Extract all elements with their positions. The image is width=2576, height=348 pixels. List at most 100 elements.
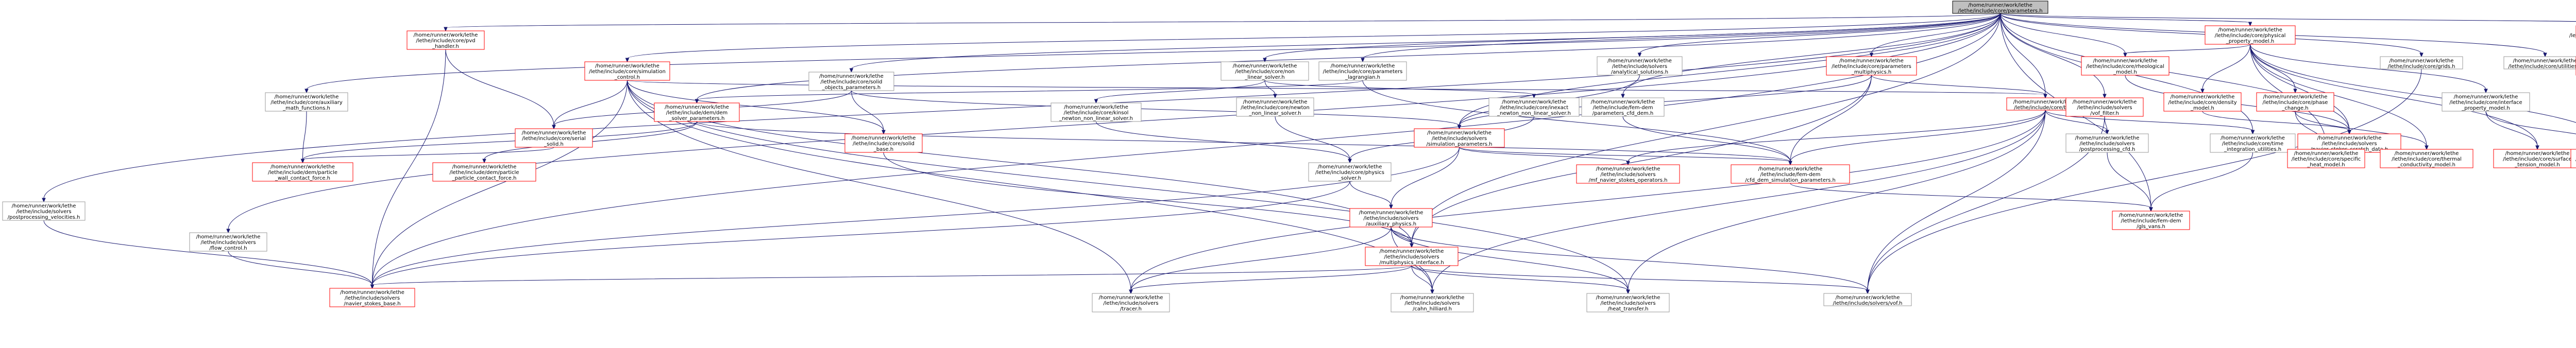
node-label-line: _newton_non_linear_solver.h: [1059, 116, 1133, 121]
graph-node-n-core-phase-change[interactable]: /home/runner/work/lethe/lethe/include/co…: [2256, 92, 2334, 112]
node-label-line: _heat_model.h: [2307, 162, 2345, 168]
graph-node-n-solvers-vof-filter[interactable]: /home/runner/work/lethe/lethe/include/so…: [2065, 97, 2144, 117]
edge-arrowhead: [300, 159, 305, 164]
node-label-line: /lethe/include/rpt/parameters_rpt.h: [2569, 33, 2576, 39]
node-box: [2, 201, 86, 221]
graph-node-root[interactable]: /home/runner/work/lethe/lethe/include/co…: [1952, 1, 2048, 14]
graph-node-n-core-physical-property[interactable]: /home/runner/work/lethe/lethe/include/co…: [2205, 25, 2296, 45]
graph-node-n-core-utilities[interactable]: /home/runner/work/lethe/lethe/include/co…: [2503, 56, 2576, 69]
edge-arrowhead: [882, 130, 886, 135]
node-label-line: /lethe/include/solvers: [1600, 172, 1655, 178]
dependency-edge: [1391, 227, 1868, 291]
node-box: [1488, 97, 1580, 117]
graph-node-n-core-inexact-newton[interactable]: /home/runner/work/lethe/lethe/include/co…: [1488, 97, 1580, 117]
node-label-line: /lethe/include/dem/particle: [268, 170, 337, 176]
dependency-edge: [1628, 110, 2046, 291]
dependency-edge: [697, 13, 2001, 100]
graph-node-n-core-newton[interactable]: /home/runner/work/lethe/lethe/include/co…: [1236, 97, 1314, 117]
graph-node-n-core-auxiliary-math[interactable]: /home/runner/work/lethe/lethe/include/co…: [265, 92, 348, 112]
dependency-edge: [2045, 110, 2108, 131]
node-label-line: _base.h: [873, 147, 893, 152]
graph-node-n-core-density[interactable]: /home/runner/work/lethe/lethe/include/co…: [2163, 92, 2242, 112]
node-label-line: /lethe/include/core/rheological: [2086, 64, 2164, 69]
graph-node-n-core-pvd-handler[interactable]: /home/runner/work/lethe/lethe/include/co…: [406, 30, 485, 50]
edge-arrowhead: [1430, 289, 1434, 294]
node-label-line: /mf_navier_stokes_operators.h: [1589, 178, 1668, 183]
graph-node-n-core-specific-heat[interactable]: /home/runner/work/lethe/lethe/include/co…: [2287, 149, 2365, 168]
node-label-line: /lethe/include/core/parameters: [1323, 69, 1403, 75]
dependency-edge: [306, 13, 2001, 90]
edge-arrowhead: [1626, 161, 1630, 166]
node-label-line: _solver.h: [1338, 176, 1361, 181]
dependency-edge: [1790, 183, 2151, 208]
node-label-line: /lethe/include/core/specific: [2292, 156, 2361, 162]
graph-node-n-core-surface-tension[interactable]: /home/runner/work/lethe/lethe/include/co…: [2493, 149, 2576, 168]
graph-node-n-core-physics-solver[interactable]: /home/runner/work/lethe/lethe/include/co…: [1308, 162, 1392, 182]
graph-node-n-core-thermal-conductivity[interactable]: /home/runner/work/lethe/lethe/include/co…: [2380, 149, 2473, 168]
graph-node-n-core-nonlinear-solver[interactable]: /home/runner/work/lethe/lethe/include/co…: [1221, 61, 1309, 81]
node-label-line: /home/runner/work/lethe: [2218, 27, 2282, 33]
graph-node-n-solvers-cahn-hilliard[interactable]: /home/runner/work/lethe/lethe/include/so…: [1391, 293, 1474, 312]
node-box: [252, 162, 353, 182]
graph-node-n-solvers-vof[interactable]: /home/runner/work/lethe/lethe/include/so…: [1823, 293, 1912, 306]
graph-node-n-core-rheological[interactable]: /home/runner/work/lethe/lethe/include/co…: [2081, 56, 2170, 76]
graph-node-n-solvers-postprocessing-velocities[interactable]: /home/runner/work/lethe/lethe/include/so…: [2, 201, 86, 221]
graph-node-n-core-uniquegrids[interactable]: /home/runner/work/lethe/lethe/include/co…: [2380, 56, 2463, 69]
dependency-edge: [1391, 227, 1629, 291]
node-label-line: /lethe/include/dem/particle: [449, 170, 519, 176]
graph-node-n-core-parameters-lagrangian[interactable]: /home/runner/work/lethe/lethe/include/co…: [1318, 61, 1407, 81]
node-label-line: /postprocessing_cfd.h: [2079, 147, 2136, 152]
graph-node-n-core-interface-property[interactable]: /home/runner/work/lethe/lethe/include/co…: [2442, 92, 2530, 112]
node-label-line: /cahn_hilliard.h: [1413, 306, 1452, 312]
node-box: [1823, 293, 1912, 306]
graph-node-n-dem-particle-wall[interactable]: /home/runner/work/lethe/lethe/include/de…: [252, 162, 353, 182]
edge-arrowhead: [1626, 289, 1630, 294]
graph-node-n-core-simulation-control[interactable]: /home/runner/work/lethe/lethe/include/co…: [584, 61, 670, 81]
graph-node-n-solvers-multiphysics-interface[interactable]: /home/runner/work/lethe/lethe/include/so…: [1365, 247, 1459, 266]
node-label-line: /home/runner/work/lethe: [1380, 249, 1444, 254]
graph-node-n-dem-particle-particle[interactable]: /home/runner/work/lethe/lethe/include/de…: [432, 162, 536, 182]
node-box: [515, 128, 593, 148]
graph-node-n-core-mobility[interactable]: /home/runner/work/lethe/lethe/include/co…: [2570, 149, 2576, 168]
dependency-edge: [627, 80, 2046, 95]
graph-node-n-fem-dem-cfd-dem[interactable]: /home/runner/work/lethe/lethe/include/fe…: [1581, 97, 1665, 117]
dependency-edge: [627, 80, 1629, 291]
graph-node-n-dem-solver-parameters[interactable]: /home/runner/work/lethe/lethe/include/de…: [654, 102, 740, 122]
node-label-line: /home/runner/work/lethe: [1318, 164, 1382, 170]
graph-node-n-fem-dem-gls-vans[interactable]: /home/runner/work/lethe/lethe/include/fe…: [2112, 211, 2190, 230]
graph-node-n-solvers-analytical[interactable]: /home/runner/work/lethe/lethe/include/so…: [1597, 56, 1683, 76]
node-label-line: /home/runner/work/lethe: [819, 74, 884, 79]
node-label-line: /home/runner/work/lethe: [2395, 151, 2459, 156]
graph-node-n-core-parameters-multiphysics[interactable]: /home/runner/work/lethe/lethe/include/co…: [1826, 56, 1917, 76]
node-label-line: _lagrangian.h: [1345, 75, 1380, 80]
node-box: [808, 72, 894, 91]
graph-node-n-core-time-integration[interactable]: /home/runner/work/lethe/lethe/include/co…: [2210, 133, 2296, 153]
graph-node-n-solvers-simulation-parameters[interactable]: /home/runner/work/lethe/lethe/include/so…: [1414, 128, 1505, 148]
graph-node-n-solvers-auxiliary-physics[interactable]: /home/runner/work/lethe/lethe/include/so…: [1349, 208, 1433, 228]
graph-node-n-core-parameters-rpt[interactable]: /home/runner/work/lethe/lethe/include/rp…: [2569, 25, 2576, 39]
graph-node-n-solvers-tracer[interactable]: /home/runner/work/lethe/lethe/include/so…: [1092, 293, 1170, 312]
dependency-edge: [1130, 110, 2046, 291]
graph-node-n-fem-dem-cfd-dem-sim[interactable]: /home/runner/work/lethe/lethe/include/fe…: [1731, 164, 1850, 184]
graph-node-n-solvers-navier-stokes-base[interactable]: /home/runner/work/lethe/lethe/include/so…: [329, 288, 415, 307]
edge-arrowhead: [2105, 130, 2109, 135]
graph-node-n-solvers-mf-navier-stokes[interactable]: /home/runner/work/lethe/lethe/include/so…: [1576, 164, 1680, 184]
node-label-line: _objects_parameters.h: [822, 85, 881, 91]
graph-node-n-core-solid-objects-parameters[interactable]: /home/runner/work/lethe/lethe/include/co…: [808, 72, 894, 91]
node-label-line: /lethe/include/solvers: [1600, 301, 1655, 306]
node-label-line: _property_model.h: [2226, 39, 2274, 44]
dependency-edge: [2000, 13, 2576, 22]
node-label-line: /home/runner/work/lethe: [1243, 99, 1308, 105]
edge-arrowhead: [42, 198, 46, 203]
graph-node-n-core-solid-base[interactable]: /home/runner/work/lethe/lethe/include/co…: [844, 133, 923, 153]
node-label-line: /lethe/include/core/thermal: [2392, 156, 2462, 162]
graph-node-n-solvers-flow-control[interactable]: /home/runner/work/lethe/lethe/include/so…: [189, 232, 267, 252]
dependency-edge: [1411, 265, 1629, 291]
dependency-edge: [1411, 75, 1872, 245]
graph-node-n-solvers-heat-transfer[interactable]: /home/runner/work/lethe/lethe/include/so…: [1586, 293, 1670, 312]
node-box: [432, 162, 536, 182]
node-box: [1597, 56, 1683, 76]
graph-node-n-core-kinsol[interactable]: /home/runner/work/lethe/lethe/include/co…: [1050, 102, 1142, 122]
graph-node-n-core-serial-solid[interactable]: /home/runner/work/lethe/lethe/include/co…: [515, 128, 593, 148]
graph-node-n-solvers-postprocessing-cfd[interactable]: /home/runner/work/lethe/lethe/include/so…: [2065, 133, 2149, 153]
